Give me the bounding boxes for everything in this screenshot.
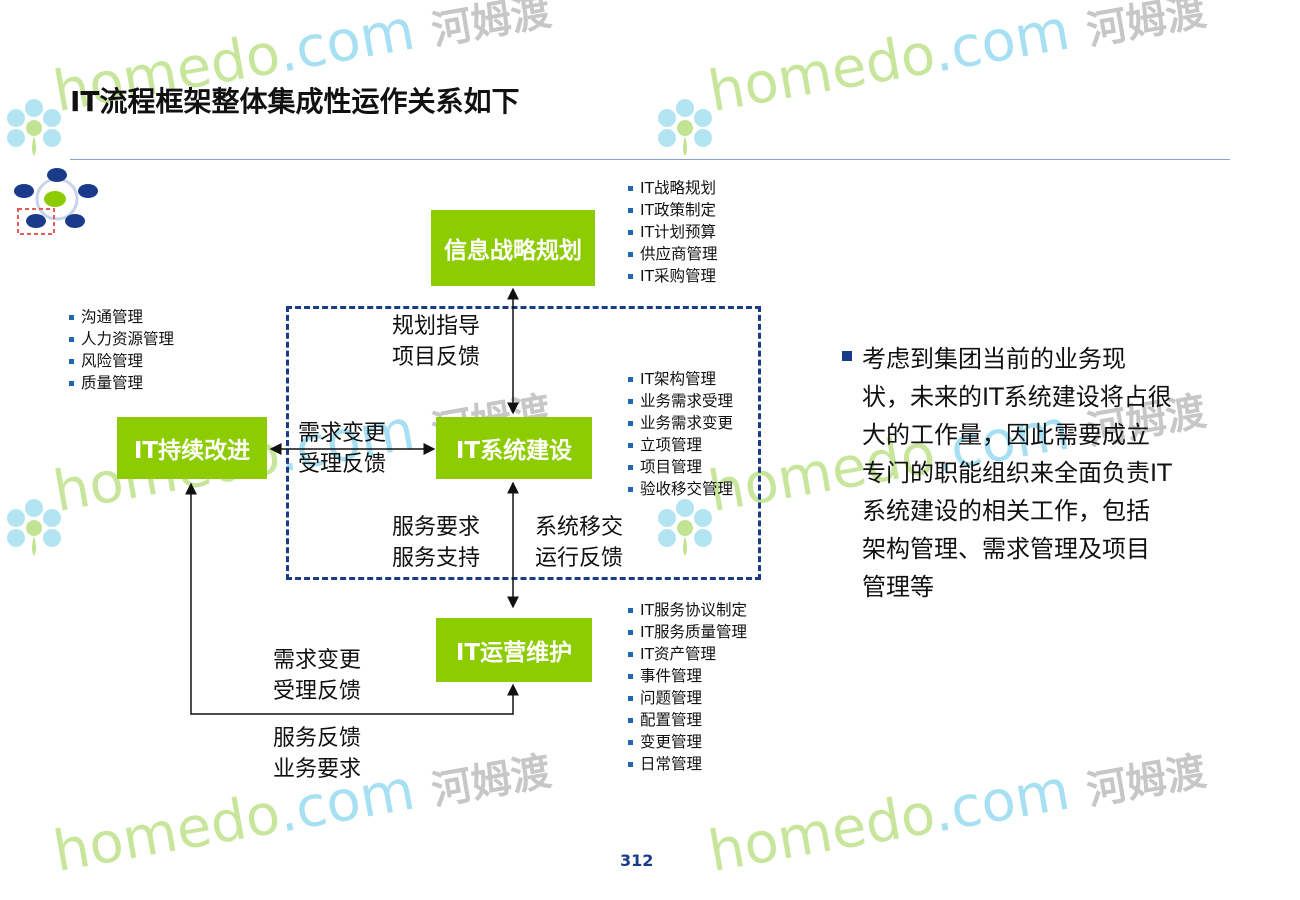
list-item: 日常管理 bbox=[626, 753, 747, 775]
flow-label-demand-ops: 需求变更受理反馈 bbox=[273, 648, 362, 704]
list-item: IT资产管理 bbox=[626, 643, 747, 665]
list-item: 事件管理 bbox=[626, 665, 747, 687]
list-item: IT服务协议制定 bbox=[626, 599, 747, 621]
list-item: 质量管理 bbox=[67, 372, 174, 394]
title-divider bbox=[70, 159, 1230, 160]
list-item: 业务需求变更 bbox=[626, 412, 733, 434]
strategy-task-list: IT战略规划 IT政策制定 IT计划预算 供应商管理 IT采购管理 bbox=[626, 177, 718, 287]
flower-logo-icon bbox=[658, 499, 712, 556]
box-system-build[interactable]: IT系统建设 bbox=[436, 417, 592, 479]
list-item: 人力资源管理 bbox=[67, 328, 174, 350]
list-item: 立项管理 bbox=[626, 434, 733, 456]
list-item: 风险管理 bbox=[67, 350, 174, 372]
flower-logo-icon bbox=[7, 99, 61, 156]
page-number: 312 bbox=[620, 851, 654, 870]
list-item: 验收移交管理 bbox=[626, 478, 733, 500]
flower-logo-icon bbox=[7, 499, 61, 556]
list-item: 问题管理 bbox=[626, 687, 747, 709]
flow-label-service: 服务要求服务支持 bbox=[392, 515, 481, 571]
box-operations[interactable]: IT运营维护 bbox=[436, 618, 592, 682]
box-continuous-improvement[interactable]: IT持续改进 bbox=[117, 417, 267, 479]
list-item: IT服务质量管理 bbox=[626, 621, 747, 643]
flow-label-demand: 需求变更受理反馈 bbox=[298, 421, 387, 477]
list-item: 项目管理 bbox=[626, 456, 733, 478]
flow-label-plan: 规划指导项目反馈 bbox=[392, 314, 481, 370]
process-thumbnail-icon bbox=[14, 168, 98, 235]
list-item: IT架构管理 bbox=[626, 368, 733, 390]
bullet-square-icon bbox=[842, 351, 852, 361]
flower-logo-icon bbox=[658, 99, 712, 156]
flow-label-transfer: 系统移交运行反馈 bbox=[535, 515, 624, 571]
operate-task-list: IT服务协议制定 IT服务质量管理 IT资产管理 事件管理 问题管理 配置管理 … bbox=[626, 599, 747, 775]
list-item: IT战略规划 bbox=[626, 177, 718, 199]
summary-paragraph: 考虑到集团当前的业务现状，未来的IT系统建设将占很大的工作量，因此需要成立专门的… bbox=[842, 340, 1172, 606]
list-item: 业务需求受理 bbox=[626, 390, 733, 412]
list-item: 变更管理 bbox=[626, 731, 747, 753]
list-item: 沟通管理 bbox=[67, 306, 174, 328]
list-item: IT采购管理 bbox=[626, 265, 718, 287]
improve-task-list: 沟通管理 人力资源管理 风险管理 质量管理 bbox=[67, 306, 174, 394]
page-title: IT流程框架整体集成性运作关系如下 bbox=[70, 85, 520, 118]
list-item: IT政策制定 bbox=[626, 199, 718, 221]
list-item: IT计划预算 bbox=[626, 221, 718, 243]
list-item: 供应商管理 bbox=[626, 243, 718, 265]
flow-label-feedback: 服务反馈业务要求 bbox=[273, 726, 362, 782]
list-item: 配置管理 bbox=[626, 709, 747, 731]
box-strategy-planning[interactable]: 信息战略规划 bbox=[431, 210, 595, 286]
build-task-list: IT架构管理 业务需求受理 业务需求变更 立项管理 项目管理 验收移交管理 bbox=[626, 368, 733, 500]
